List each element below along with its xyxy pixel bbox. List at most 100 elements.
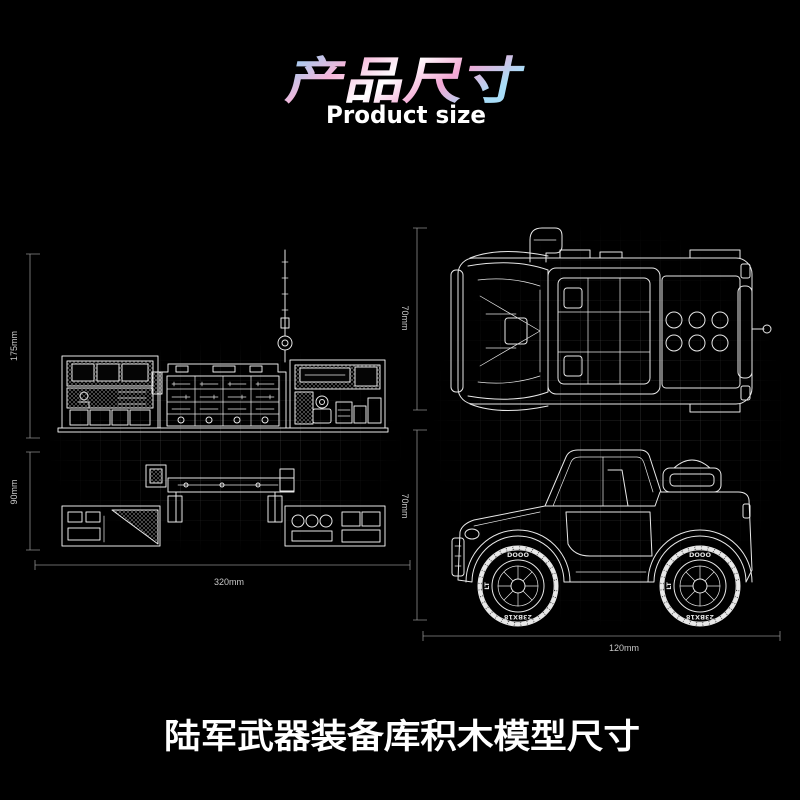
roll-cage-side-inner	[552, 456, 654, 507]
lamp-post	[151, 371, 163, 395]
dim-line-vehicle-side-height	[413, 429, 427, 621]
dimension-labels: 175mm 90mm 320mm 70mm 70mm 120mm	[9, 305, 639, 653]
barracks-shelf-lines	[117, 391, 147, 405]
rear-bed	[661, 275, 741, 389]
rear-fender	[647, 529, 753, 583]
barracks-window	[96, 363, 120, 382]
garage-crate-lines	[337, 409, 351, 417]
garage-block	[289, 359, 386, 429]
hood-ribs	[477, 278, 541, 384]
front-wheel: DOOO 23BX18 LT	[477, 545, 559, 627]
armory-weapons-row	[171, 394, 275, 400]
front-fender	[465, 529, 571, 583]
antenna-notches	[281, 261, 289, 311]
top-garage-tire	[291, 514, 305, 528]
barracks-figure-head	[79, 391, 89, 401]
title-cn-wrap: 产品尺寸	[281, 52, 529, 110]
armory-item	[177, 416, 185, 424]
rear-rack-inner	[669, 473, 715, 487]
taillight-top	[740, 263, 751, 279]
armory-outline	[159, 363, 287, 429]
dim-label-vehicle-top-height: 70mm	[400, 305, 410, 330]
top-garage-tire	[305, 514, 319, 528]
barracks-crate	[69, 409, 89, 426]
armory-item	[233, 416, 241, 424]
dim-label-building-depth: 90mm	[9, 479, 19, 504]
barracks-window	[121, 363, 149, 382]
armory-item	[261, 416, 269, 424]
top-barracks-item	[67, 511, 83, 523]
left-barracks-block	[61, 355, 163, 429]
dim-line-building-height	[26, 253, 40, 439]
bed-grommet	[711, 311, 729, 329]
building-top-view	[61, 464, 386, 547]
vehicle-top-view	[450, 227, 772, 413]
front-bumper-side	[451, 537, 465, 577]
tire-sidewall	[481, 549, 555, 623]
tow-hitch	[762, 324, 772, 334]
top-garage-crate	[341, 529, 381, 543]
tire-tread	[478, 546, 558, 626]
top-garage-tire	[319, 514, 333, 528]
vehicle-side-view: DOOO 23BX18 LT DOOO 23BX18 LT	[451, 449, 753, 627]
tire-size-text: 23BX18	[503, 613, 532, 621]
hood-crease	[473, 511, 541, 527]
front-bumper-top	[450, 269, 464, 393]
seat	[563, 355, 583, 377]
barracks-crate	[89, 409, 111, 426]
tire-type-text: LT	[665, 582, 673, 590]
top-barracks-ramp	[111, 509, 159, 545]
bed-grommet	[688, 334, 706, 352]
hood-lines	[479, 289, 541, 373]
roof-rack-item	[559, 249, 591, 259]
top-barracks-item	[85, 511, 101, 523]
rim-spokes	[497, 565, 539, 607]
rear-wheel: DOOO 23BX18 LT	[659, 545, 741, 627]
seat	[563, 287, 583, 309]
armory-roof-detail	[175, 365, 189, 373]
top-garage	[284, 505, 386, 547]
garage-crate	[367, 397, 382, 424]
armory-dividers	[194, 375, 252, 427]
rim-outer	[673, 559, 727, 613]
footer-caption: 陆军武器装备库积木模型尺寸	[164, 717, 640, 757]
top-roof-dot	[255, 482, 261, 488]
headlight	[464, 528, 480, 540]
dim-line-building-depth	[26, 451, 40, 551]
roll-cage-tubes	[557, 277, 651, 385]
taillight-side	[742, 503, 751, 519]
seat-side	[607, 469, 629, 507]
dim-label-building-width: 320mm	[214, 577, 244, 587]
garage-side-wall	[294, 391, 314, 425]
antenna-mast	[277, 249, 293, 363]
title-cn: 产品尺寸	[281, 52, 529, 110]
rear-fenders-top	[689, 249, 741, 413]
bed-grommet	[665, 311, 683, 329]
title-en: Product size	[326, 101, 486, 129]
base-plate	[57, 427, 389, 433]
top-roof-dot	[183, 482, 189, 488]
rear-rack-handle	[673, 459, 711, 469]
garage-crate	[353, 405, 367, 424]
taillight-bottom	[740, 385, 751, 401]
dim-label-building-height: 175mm	[9, 331, 19, 361]
rear-rack	[662, 467, 722, 493]
robot-head	[315, 395, 329, 409]
top-roof-dot	[219, 482, 225, 488]
tire-brand-text: DOOO	[507, 551, 529, 559]
tire-sidewall	[663, 549, 737, 623]
armory-weapons-row	[171, 381, 275, 387]
garage-crate	[335, 401, 353, 424]
bed-grommet	[665, 334, 683, 352]
robot-eye	[319, 399, 325, 405]
top-barracks-item	[67, 527, 101, 541]
top-garage-crate	[341, 511, 361, 527]
antenna-box	[280, 317, 290, 329]
garage-window	[354, 366, 378, 387]
armory-block	[159, 363, 287, 429]
roll-cage-top	[547, 267, 661, 395]
tire-brand-text: DOOO	[689, 551, 711, 559]
top-antenna-base	[279, 468, 295, 492]
barracks-crate	[111, 409, 129, 426]
